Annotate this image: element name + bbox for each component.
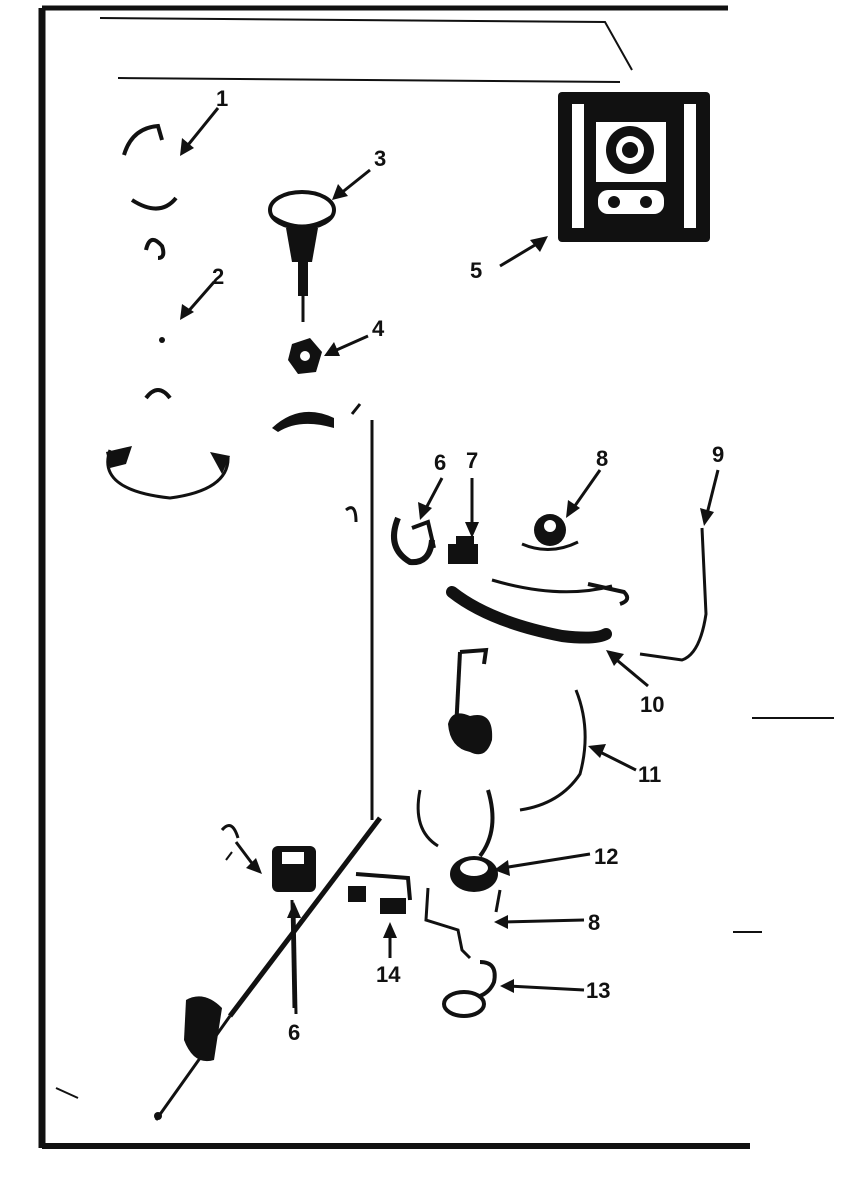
callout-13: 13: [586, 978, 610, 1003]
cabinet-frame: [38, 5, 834, 1149]
part-8-fitting-top: [521, 514, 579, 551]
callout-3: 3: [374, 146, 386, 171]
callout-2: 2: [212, 264, 224, 289]
callout-7: 7: [466, 448, 478, 473]
part-6-clamp-bottom: [154, 816, 382, 1121]
callout-14: 14: [376, 962, 401, 987]
callout-5: 5: [470, 258, 482, 283]
part-8-fitting-bottom: [424, 887, 502, 960]
callout-8-top: 8: [596, 446, 608, 471]
part-1-latch: [122, 123, 178, 260]
part-6-clamp-top: [345, 506, 436, 566]
callout-1: 1: [216, 86, 228, 111]
callout-6-top: 6: [434, 450, 446, 475]
part-10-hose: [446, 586, 612, 644]
part-2-door-ring: [106, 337, 230, 500]
callout-11: 11: [638, 762, 661, 787]
part-5-control-panel: [558, 92, 710, 242]
callout-8-bottom: 8: [588, 910, 600, 935]
part-13-valve: [442, 960, 497, 1018]
part-12-coupling: [450, 856, 498, 892]
part-3-knob: [268, 190, 336, 322]
callout-9: 9: [712, 442, 724, 467]
part-9-tub: [491, 527, 708, 662]
lid-fragment: [272, 403, 362, 432]
part-4-nut: [288, 338, 322, 374]
part-11-pump-housing: [416, 647, 587, 858]
part-14-clip: [348, 872, 412, 914]
callout-4: 4: [372, 316, 385, 341]
callout-12: 12: [594, 844, 618, 869]
leader-arrows: [180, 107, 720, 1015]
part-7-bracket: [448, 536, 478, 564]
callout-6-bottom: 6: [288, 1020, 300, 1045]
callout-10: 10: [640, 692, 664, 717]
callout-labels: 1 2 3 4 5 6 7 8 9 10 11 12 8 13 14 6: [212, 86, 724, 1045]
